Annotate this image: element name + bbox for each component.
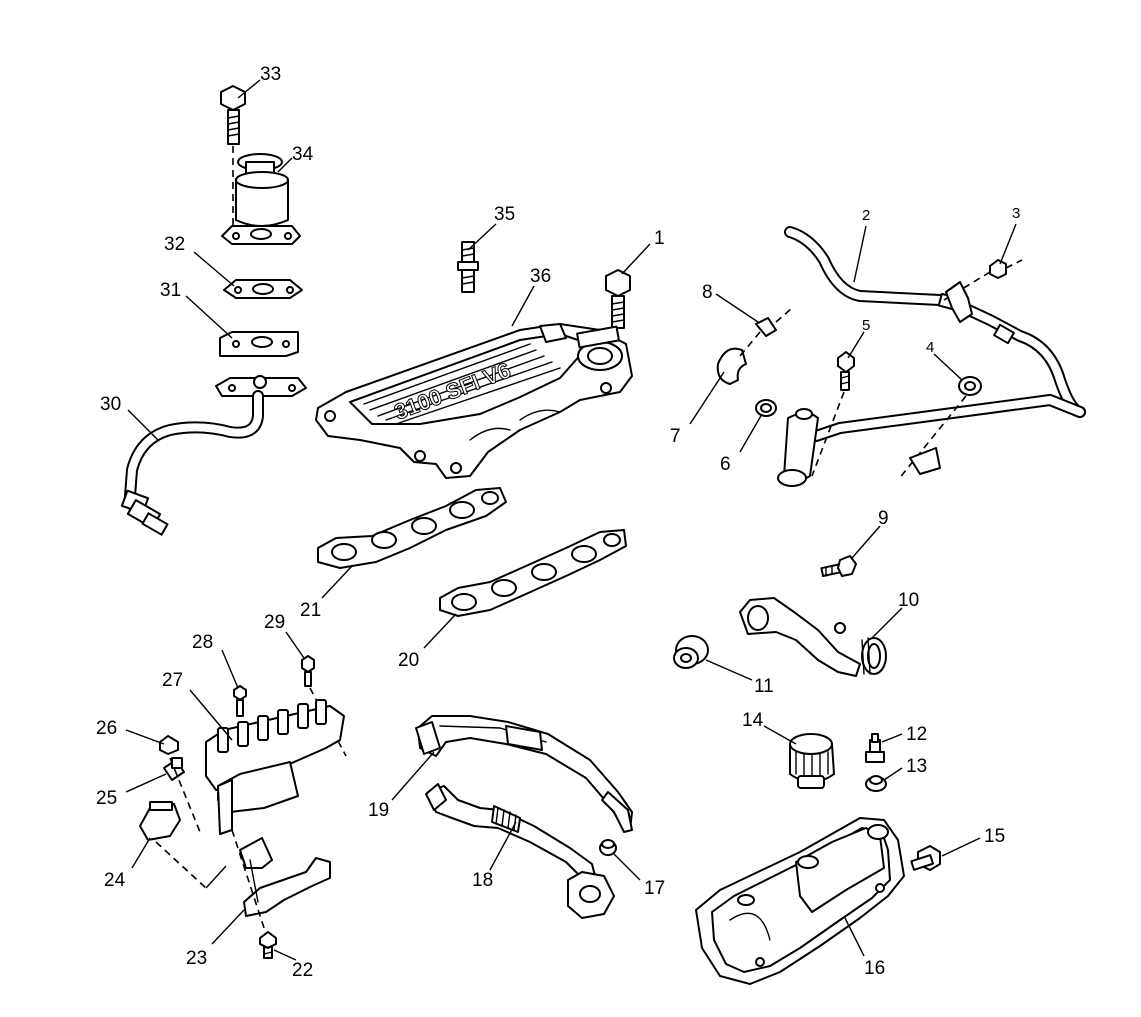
egr-crossover-pipe [415, 715, 633, 833]
sensor-24 [139, 801, 181, 841]
callout-24: 24 [104, 870, 126, 891]
callout-31: 31 [160, 280, 181, 301]
vacuum-bolt-5 [837, 351, 855, 391]
valve-cover-bolt [910, 845, 941, 871]
vacuum-bracket [945, 281, 973, 323]
water-outlet [739, 597, 887, 677]
callout-5: 5 [862, 317, 870, 334]
bolt-28 [233, 685, 247, 717]
callout-16: 16 [864, 958, 885, 979]
callout-33: 33 [260, 64, 281, 85]
bolt-29 [301, 655, 315, 687]
callout-36: 36 [530, 266, 551, 287]
intake-gasket-right [439, 529, 627, 617]
callout-13: 13 [906, 756, 927, 777]
manifold-stud [457, 241, 479, 293]
callout-30: 30 [100, 394, 121, 415]
callout-labels: 1 2 3 4 5 6 7 8 9 10 11 12 13 14 15 16 1… [96, 64, 1020, 981]
bolt-26 [159, 735, 179, 755]
callout-10: 10 [898, 590, 919, 611]
callout-15: 15 [984, 826, 1005, 847]
callout-27: 27 [162, 670, 183, 691]
thermostat [673, 635, 709, 669]
callout-14: 14 [742, 710, 764, 731]
leader-lines [125, 79, 1017, 961]
vacuum-fitting-nut [943, 259, 1023, 301]
egr-tube [425, 783, 615, 919]
clamp-6 [755, 399, 777, 417]
pcv-valve [865, 733, 885, 763]
callout-32: 32 [164, 234, 185, 255]
grommet-4 [958, 376, 982, 396]
callout-19: 19 [368, 800, 389, 821]
callout-21: 21 [300, 600, 321, 621]
callout-7: 7 [670, 426, 681, 447]
callout-35: 35 [494, 204, 515, 225]
manifold-bolt [605, 269, 631, 329]
vacuum-pipe-fitting [777, 408, 819, 487]
callout-25: 25 [96, 788, 117, 809]
callout-34: 34 [292, 144, 314, 165]
bolt-9 [820, 555, 857, 577]
ignition-coil-module [205, 699, 345, 813]
egr-adapter-plate [219, 331, 299, 357]
callout-3: 3 [1012, 205, 1020, 222]
upper-intake-manifold: 3100 SFI V6 [315, 323, 633, 479]
valve-cover [695, 817, 905, 985]
callout-18: 18 [472, 870, 493, 891]
callout-17: 17 [644, 878, 665, 899]
egr-bolt [220, 85, 246, 145]
callout-26: 26 [96, 718, 117, 739]
callout-11: 11 [754, 676, 774, 697]
callout-4: 4 [926, 339, 934, 356]
callout-12: 12 [906, 724, 927, 745]
callout-2: 2 [862, 207, 870, 224]
callout-9: 9 [878, 508, 889, 529]
egr-pipe [120, 375, 307, 536]
callout-29: 29 [264, 612, 285, 633]
intake-gasket-left [317, 487, 507, 569]
bolt-22 [259, 931, 277, 959]
callout-8: 8 [702, 282, 713, 303]
nut-17 [599, 839, 617, 856]
callout-22: 22 [292, 960, 313, 981]
callout-20: 20 [398, 650, 419, 671]
oil-fill-cap [789, 733, 835, 789]
clip-8 [755, 307, 793, 337]
callout-23: 23 [186, 948, 207, 969]
grommet-13 [865, 775, 887, 792]
callout-6: 6 [720, 454, 731, 475]
sensor-25 [163, 757, 185, 781]
egr-gasket-upper [223, 279, 303, 299]
egr-valve [221, 153, 301, 245]
vacuum-tube [784, 226, 1086, 442]
callout-1: 1 [654, 228, 665, 249]
callout-28: 28 [192, 632, 213, 653]
